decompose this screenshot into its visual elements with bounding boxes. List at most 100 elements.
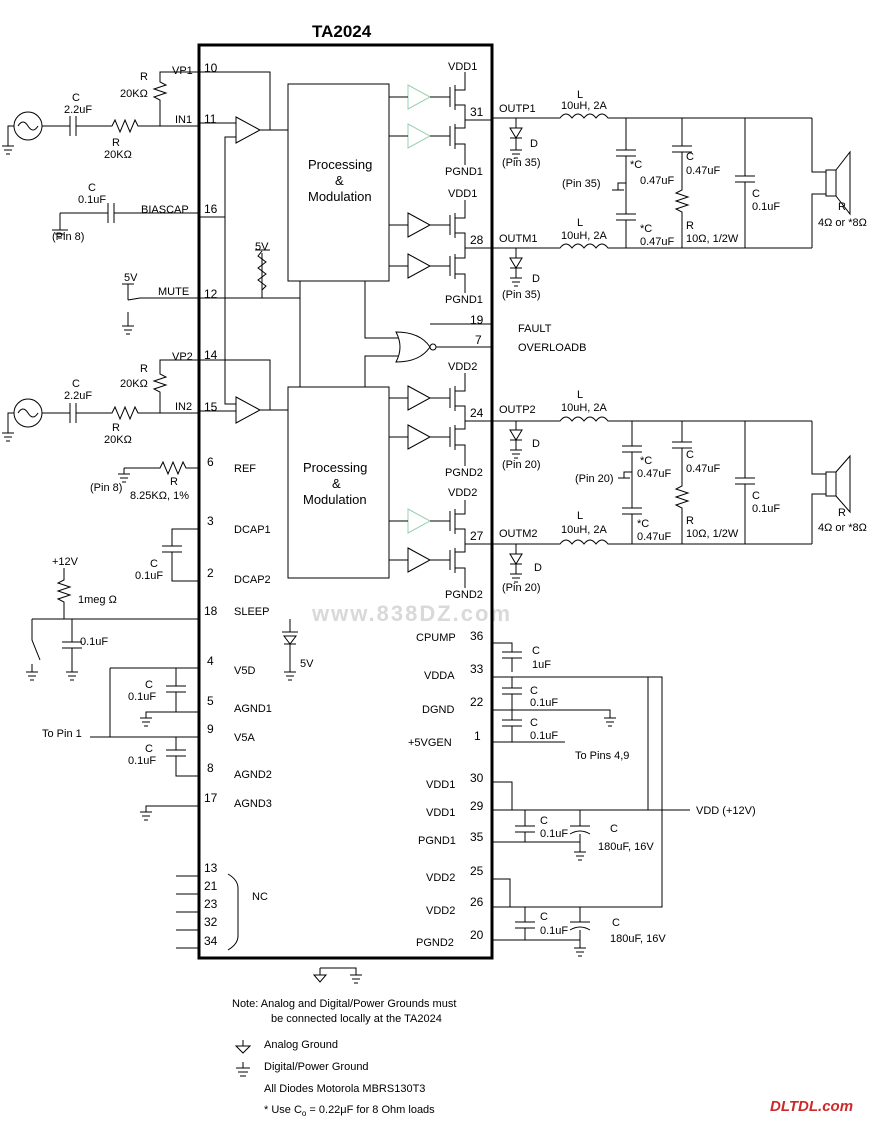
do-label: D [532,438,540,450]
chip-outline [197,43,494,960]
output-filter-1 [492,113,851,287]
digital-ground-label: Digital/Power Ground [264,1061,369,1073]
pin-name: OUTM1 [499,233,538,245]
output-stage-labels: VDD1 PGND1 VDD1 PGND1 VDD2 PGND2 VDD2 PG… [445,61,483,601]
analog-ground-label: Analog Ground [264,1039,338,1051]
use-co-note: * Use Co = 0.22μF for 8 Ohm loads [264,1104,435,1118]
pin-number: 20 [470,928,484,942]
cp-value: 1uF [532,659,551,671]
watermark: www.838DZ.com [311,601,512,626]
input-circuit-2 [2,359,199,442]
block2-line2: & [332,476,341,491]
do-label: D [534,562,542,574]
do-label: D [530,138,538,150]
co-value: 0.47uF [637,531,672,543]
pin-name: MUTE [158,286,189,298]
nc-label: NC [252,891,268,903]
cs3-label: C [530,685,538,697]
cd-value: 0.1uF [135,570,163,582]
nc-pin-number: 32 [204,915,218,929]
pin-number: 11 [204,112,217,126]
use-co-part-a: * Use C [264,1104,302,1116]
cz-label: C [686,151,694,163]
pullup-5v: 5V [255,241,269,253]
pin-name: AGND2 [234,769,272,781]
pin-number: 4 [207,654,214,668]
cs2-value: 0.1uF [128,755,156,767]
pin-name: VDDA [424,670,455,682]
lo-label: L [577,510,583,522]
vdd-label: VDD1 [448,188,477,200]
ri1-value: 20KΩ [104,149,132,161]
pin-name: OUTP2 [499,404,536,416]
pin-name: VDD2 [426,872,455,884]
pin-name: IN2 [175,401,192,413]
pin-name: VP1 [172,65,193,77]
pin-number: 36 [470,629,484,643]
to-pins49-label: To Pins 4,9 [575,750,629,762]
output-filter-labels-2: L 10uH, 2A D (Pin 20) *C (Pin 20) 0.47uF… [502,389,867,594]
use-co-part-b: = 0.22μF for 8 Ohm loads [306,1104,435,1116]
pin-number: 16 [204,202,218,216]
pin-number: 24 [470,406,484,420]
rf1-value: 20KΩ [120,88,148,100]
pin-name: SLEEP [234,606,269,618]
rz-value: 10Ω, 1/2W [686,233,739,245]
nc-pin-number: 13 [204,861,218,875]
block1-line2: & [335,173,344,188]
co-label: *C [637,518,649,530]
co-label: *C [630,159,642,171]
csw-label: C [540,815,548,827]
pin-name: OUTP1 [499,103,536,115]
input-circuit-1 [2,71,199,155]
c-sleep-label: 0.1uF [80,636,108,648]
pin-number: 19 [470,313,484,327]
cs3-value: 0.1uF [530,697,558,709]
vdd-label: VDD1 [448,61,477,73]
pin-name: V5A [234,732,255,744]
pin-number: 17 [204,791,218,805]
sleep-circuit [26,568,298,681]
note-line-2: be connected locally at the TA2024 [271,1013,442,1025]
pin-number: 26 [470,895,484,909]
to-pin1-label: To Pin 1 [42,728,82,740]
pin-number: 22 [470,695,484,709]
ref-circuit [118,460,199,483]
mute-5v: 5V [124,272,138,284]
pin-name: VDD2 [426,905,455,917]
nc-pins: 13 21 23 32 34 NC [176,861,268,951]
right-pins: 31 OUTP1 28 OUTM1 19 FAULT 7 OVERLOADB 2… [408,103,586,949]
pin-name: AGND3 [234,798,272,810]
pgnd-label: PGND1 [445,294,483,306]
pin-number: 28 [470,233,484,247]
pin-number: 15 [204,400,218,414]
pin-name: PGND2 [416,937,454,949]
pin-number: 30 [470,771,484,785]
output-filter-labels-1: L 10uH, 2A D (Pin 35) *C (Pin 35) 0.47uF… [502,89,867,301]
pin-number: 9 [207,722,214,736]
csw-label: C [610,823,618,835]
pgnd-label: PGND2 [445,467,483,479]
lo-label: L [577,217,583,229]
pin-name: OUTM2 [499,528,538,540]
cs1-value: 0.1uF [128,691,156,703]
power-circuit [312,642,690,984]
note-line-1: Note: Analog and Digital/Power Grounds m… [232,998,456,1010]
pin-number: 1 [474,729,481,743]
ccm-value: 0.1uF [752,503,780,515]
pin-ref: (Pin 35) [502,157,541,169]
rz-label: R [686,220,694,232]
rf2-value: 20KΩ [120,378,148,390]
pin-number: 2 [207,566,214,580]
left-pins: VP1 10 IN1 11 BIASCAP 16 MUTE 12 VP2 14 … [141,61,272,810]
ri1-label: R [112,137,120,149]
v5-circuit [90,667,199,821]
dcap-circuit [162,528,199,582]
pin-name: +5VGEN [408,737,452,749]
rf2-label: R [140,363,148,375]
co-value: 0.47uF [637,468,672,480]
csw-label: C [540,911,548,923]
pin-number: 31 [470,105,484,119]
do-label: D [532,273,540,285]
